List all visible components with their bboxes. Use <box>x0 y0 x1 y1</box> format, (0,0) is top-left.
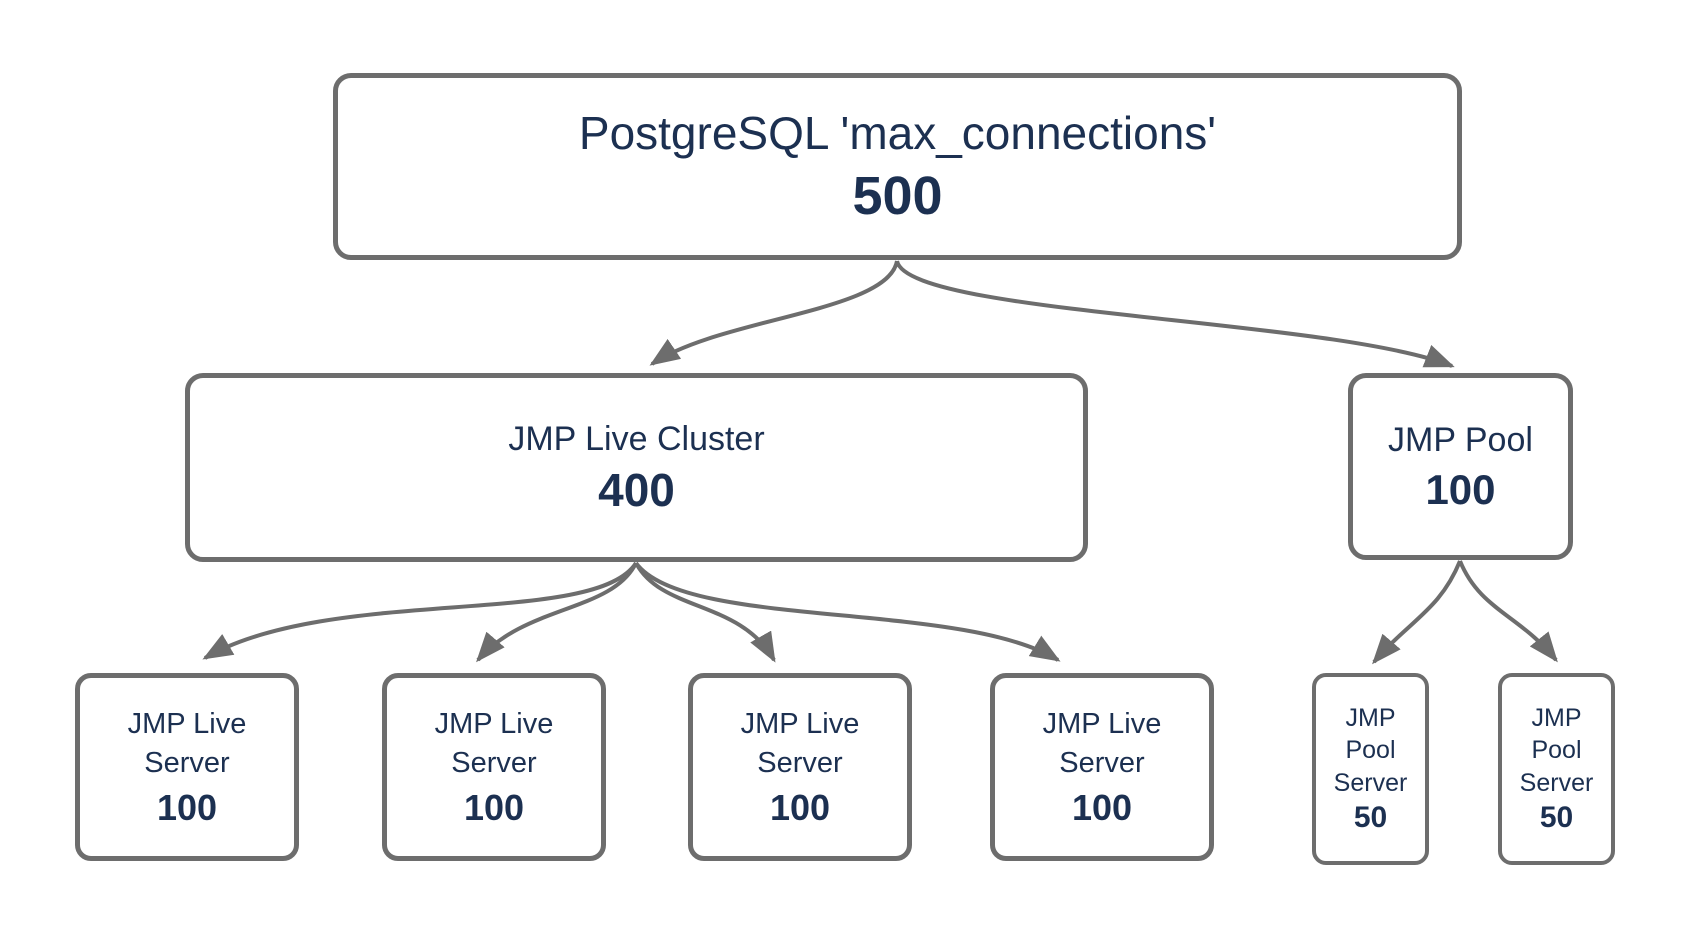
edge-pool-to-pserver-2 <box>1458 560 1558 663</box>
edge-pool-to-pserver-1 <box>1372 560 1462 665</box>
node-label: JMP Pool Server <box>1519 703 1594 797</box>
node-label: JMP Live Server <box>434 708 554 780</box>
node-value: 50 <box>1353 801 1388 835</box>
node-value: 100 <box>1425 465 1496 513</box>
node-label: JMP Live Server <box>1042 708 1162 780</box>
node-value: 50 <box>1539 801 1574 835</box>
node-jmp-pool-server-1: JMP Pool Server 50 <box>1312 673 1429 865</box>
edge-root-to-cluster <box>649 260 899 366</box>
node-value: 500 <box>852 166 943 227</box>
node-label: JMP Pool <box>1388 421 1533 460</box>
node-jmp-live-server-1: JMP Live Server 100 <box>75 673 299 861</box>
node-jmp-live-server-3: JMP Live Server 100 <box>688 673 912 861</box>
edge-root-to-pool <box>895 260 1455 368</box>
node-jmp-pool: JMP Pool 100 <box>1348 373 1573 560</box>
edge-cluster-to-server-1 <box>202 561 638 660</box>
node-value: 400 <box>598 464 675 517</box>
node-postgresql-max-connections: PostgreSQL 'max_connections' 500 <box>333 73 1462 260</box>
node-jmp-live-server-4: JMP Live Server 100 <box>990 673 1214 861</box>
node-label: JMP Live Server <box>127 708 247 780</box>
node-jmp-live-server-2: JMP Live Server 100 <box>382 673 606 861</box>
edge-cluster-to-server-4 <box>634 561 1061 662</box>
edge-cluster-to-server-3 <box>634 562 776 663</box>
edge-cluster-to-server-2 <box>476 562 638 663</box>
node-label: JMP Live Server <box>740 708 860 780</box>
node-value: 100 <box>156 786 218 828</box>
node-value: 100 <box>1071 786 1133 828</box>
node-label: JMP Live Cluster <box>508 419 765 458</box>
node-value: 100 <box>463 786 525 828</box>
node-label: PostgreSQL 'max_connections' <box>578 106 1217 159</box>
node-label: JMP Pool Server <box>1333 703 1408 797</box>
node-jmp-live-cluster: JMP Live Cluster 400 <box>185 373 1088 562</box>
node-value: 100 <box>769 786 831 828</box>
node-jmp-pool-server-2: JMP Pool Server 50 <box>1498 673 1615 865</box>
